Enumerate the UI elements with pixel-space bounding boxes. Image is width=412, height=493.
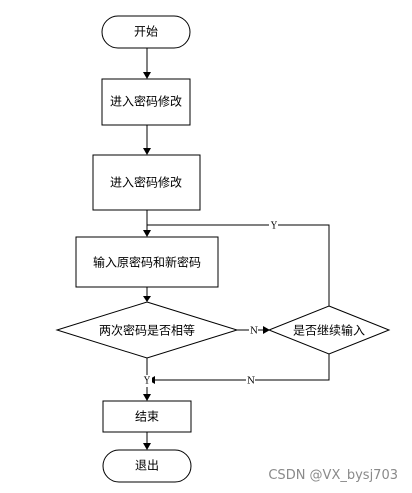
- node-start: 开始: [101, 15, 191, 49]
- edge-label-compare-no: N: [250, 327, 258, 337]
- node-finish-label: 结束: [135, 410, 159, 424]
- watermark: CSDN @VX_bysj703: [268, 468, 398, 483]
- edge-label-continue-yes: Y: [270, 222, 278, 232]
- edge-label-compare-yes: Y: [143, 377, 151, 387]
- node-compare: 两次密码是否相等: [55, 301, 239, 359]
- node-step1: 进入密码修改: [101, 78, 191, 126]
- node-step2: 进入密码修改: [92, 154, 201, 211]
- arrowhead-icon: [263, 326, 270, 334]
- node-step1-label: 进入密码修改: [110, 94, 182, 109]
- arrowhead-icon: [143, 443, 151, 450]
- arrowhead-icon: [143, 230, 151, 237]
- edge-label-continue-no: N: [247, 377, 255, 387]
- arrowhead-icon: [143, 72, 151, 79]
- node-exit-label: 退出: [135, 459, 159, 473]
- arrowhead-icon: [143, 148, 151, 155]
- edge-labels: Y N Y N: [143, 219, 278, 387]
- edge-continue-no: [155, 354, 330, 381]
- connectors: [143, 48, 330, 450]
- node-start-label: 开始: [134, 25, 158, 39]
- arrowhead-icon: [143, 296, 151, 302]
- node-compare-label: 两次密码是否相等: [99, 323, 195, 338]
- node-input: 输入原密码和新密码: [75, 236, 219, 288]
- node-exit: 退出: [102, 449, 192, 483]
- node-continue-label: 是否继续输入: [293, 323, 365, 338]
- node-continue: 是否继续输入: [267, 305, 391, 355]
- node-input-label: 输入原密码和新密码: [93, 255, 201, 270]
- node-finish: 结束: [102, 400, 192, 433]
- arrowhead-icon: [143, 394, 151, 401]
- edge-continue-yes-loop: [147, 224, 330, 306]
- node-step2-label: 进入密码修改: [110, 175, 182, 190]
